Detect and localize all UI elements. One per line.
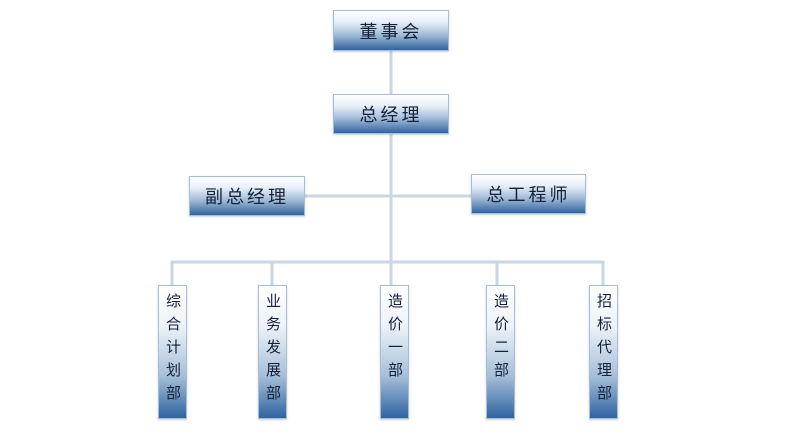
deputy-general-manager-box: 副总经理	[189, 176, 305, 216]
department-label-2: 业务发展部	[264, 293, 282, 408]
department-box-5: 招标代理部	[589, 285, 618, 419]
chief-engineer-label: 总工程师	[486, 185, 571, 206]
chief-engineer-box: 总工程师	[471, 174, 586, 214]
department-box-2: 业务发展部	[258, 285, 287, 419]
department-box-3: 造价一部	[380, 285, 409, 419]
department-box-1: 综合计划部	[158, 285, 187, 419]
general-manager-box: 总经理	[333, 94, 449, 134]
general-manager-label: 总经理	[359, 105, 423, 126]
department-box-4: 造价二部	[486, 285, 515, 419]
department-label-5: 招标代理部	[595, 293, 613, 408]
department-label-3: 造价一部	[386, 293, 404, 385]
department-label-4: 造价二部	[492, 293, 510, 385]
deputy-general-manager-label: 副总经理	[205, 187, 289, 208]
department-label-1: 综合计划部	[164, 293, 182, 408]
board-of-directors-label: 董事会	[359, 21, 423, 43]
board-of-directors-box: 董事会	[333, 10, 449, 51]
